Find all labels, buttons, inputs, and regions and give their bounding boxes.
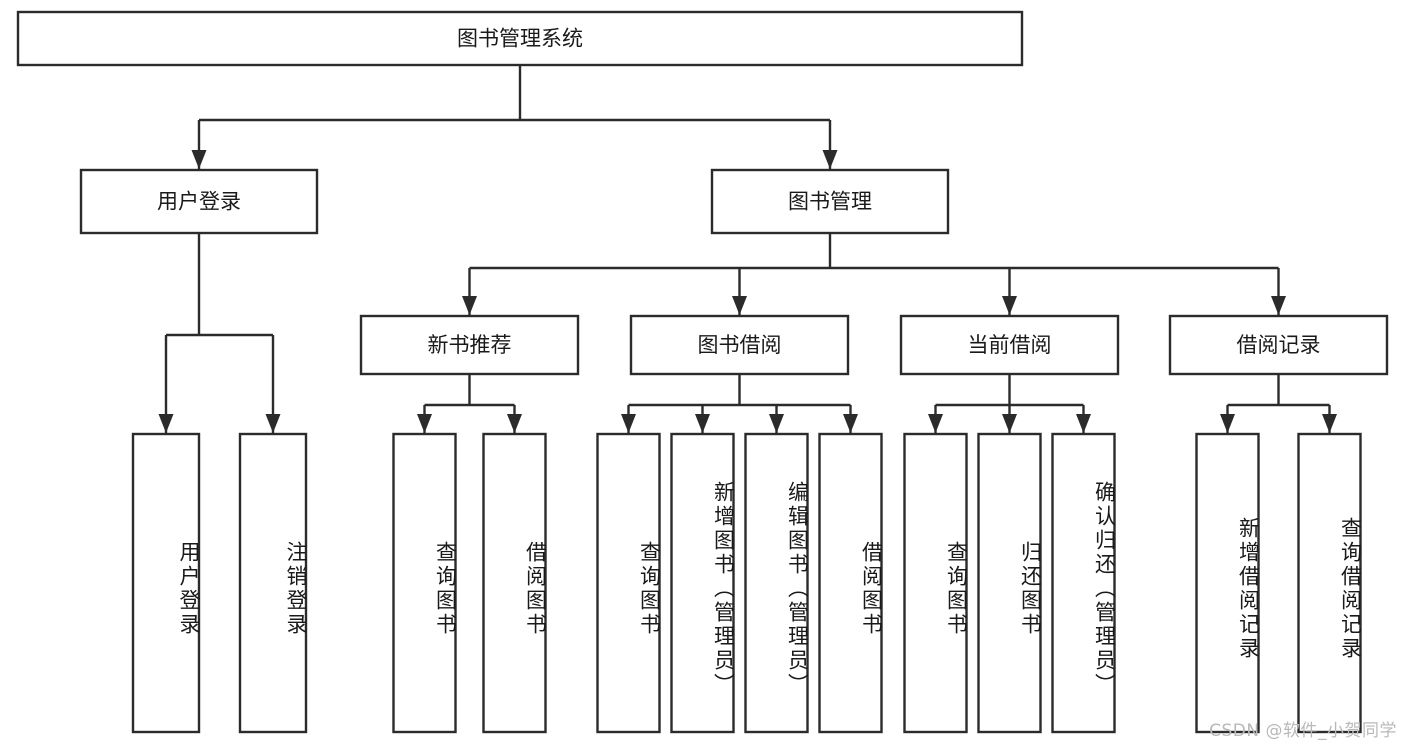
node-label-l2-图书管理: 图书管理 [788, 190, 872, 214]
node-leaf-编辑图书管理员-2[interactable] [744, 432, 809, 734]
connectors-layer [158, 65, 1337, 433]
arrow-head-icon-borrow-record-1 [1322, 414, 1337, 433]
node-leaf-归还图书-1[interactable] [977, 432, 1042, 734]
node-leaf-查询图书-0[interactable] [596, 432, 661, 734]
arrow-head-icon-current-borrow-2 [1076, 414, 1091, 433]
node-l2-图书管理[interactable] [710, 168, 950, 235]
arrow-head-icon-l3-0 [462, 296, 477, 315]
arrow-head-icon-current-borrow-1 [1002, 414, 1017, 433]
node-leaf-借阅图书-1[interactable] [482, 432, 547, 734]
node-leaf-查询借阅记录-1[interactable] [1297, 432, 1362, 734]
node-l3-新书推荐[interactable] [359, 314, 580, 376]
node-leaf-查询图书-0[interactable] [392, 432, 457, 734]
node-leaf-新增借阅记录-0[interactable] [1195, 432, 1260, 734]
arrow-head-icon-book-borrow-1 [695, 414, 710, 433]
node-root-图书管理系统[interactable] [16, 10, 1024, 67]
node-label-l3-借阅记录: 借阅记录 [1237, 333, 1321, 357]
arrow-head-icon-new-book-rec-0 [417, 414, 432, 433]
node-l3-图书借阅[interactable] [629, 314, 850, 376]
node-label-l3-当前借阅: 当前借阅 [968, 333, 1052, 357]
csdn-watermark: CSDN @软件_小贺同学 [1209, 721, 1397, 741]
node-label-l2-用户登录: 用户登录 [157, 190, 241, 214]
node-leaf-注销登录-1[interactable] [238, 432, 308, 734]
node-leaf-确认归还管理员-2[interactable] [1051, 432, 1116, 734]
node-l3-借阅记录[interactable] [1168, 314, 1389, 376]
arrow-head-icon-user-login-1 [265, 414, 281, 433]
node-leaf-查询图书-0[interactable] [903, 432, 968, 734]
arrow-head-icon-book-borrow-2 [769, 414, 784, 433]
node-l3-当前借阅[interactable] [899, 314, 1120, 376]
arrow-head-icon-current-borrow-0 [928, 414, 943, 433]
arrow-head-icon-book-borrow-0 [621, 414, 636, 433]
node-leaf-新增图书管理员-1[interactable] [670, 432, 735, 734]
boxes-layer [16, 10, 1389, 734]
arrow-head-icon-book-borrow-3 [843, 414, 858, 433]
arrow-head-icon-l2-0 [191, 150, 207, 169]
arrow-head-icon-l3-2 [1002, 296, 1017, 315]
arrow-head-icon-user-login-0 [158, 414, 174, 433]
arrow-head-icon-l3-3 [1271, 296, 1286, 315]
node-label-l3-新书推荐: 新书推荐 [428, 333, 512, 357]
node-l2-用户登录[interactable] [79, 168, 319, 235]
arrow-head-icon-new-book-rec-1 [507, 414, 522, 433]
arrow-head-icon-l2-1 [822, 150, 838, 169]
node-leaf-用户登录-0[interactable] [131, 432, 201, 734]
arrow-head-icon-borrow-record-0 [1220, 414, 1235, 433]
node-label-root: 图书管理系统 [457, 27, 583, 51]
node-leaf-借阅图书-3[interactable] [818, 432, 883, 734]
node-label-l3-图书借阅: 图书借阅 [698, 333, 782, 357]
arrow-head-icon-l3-1 [732, 296, 747, 315]
